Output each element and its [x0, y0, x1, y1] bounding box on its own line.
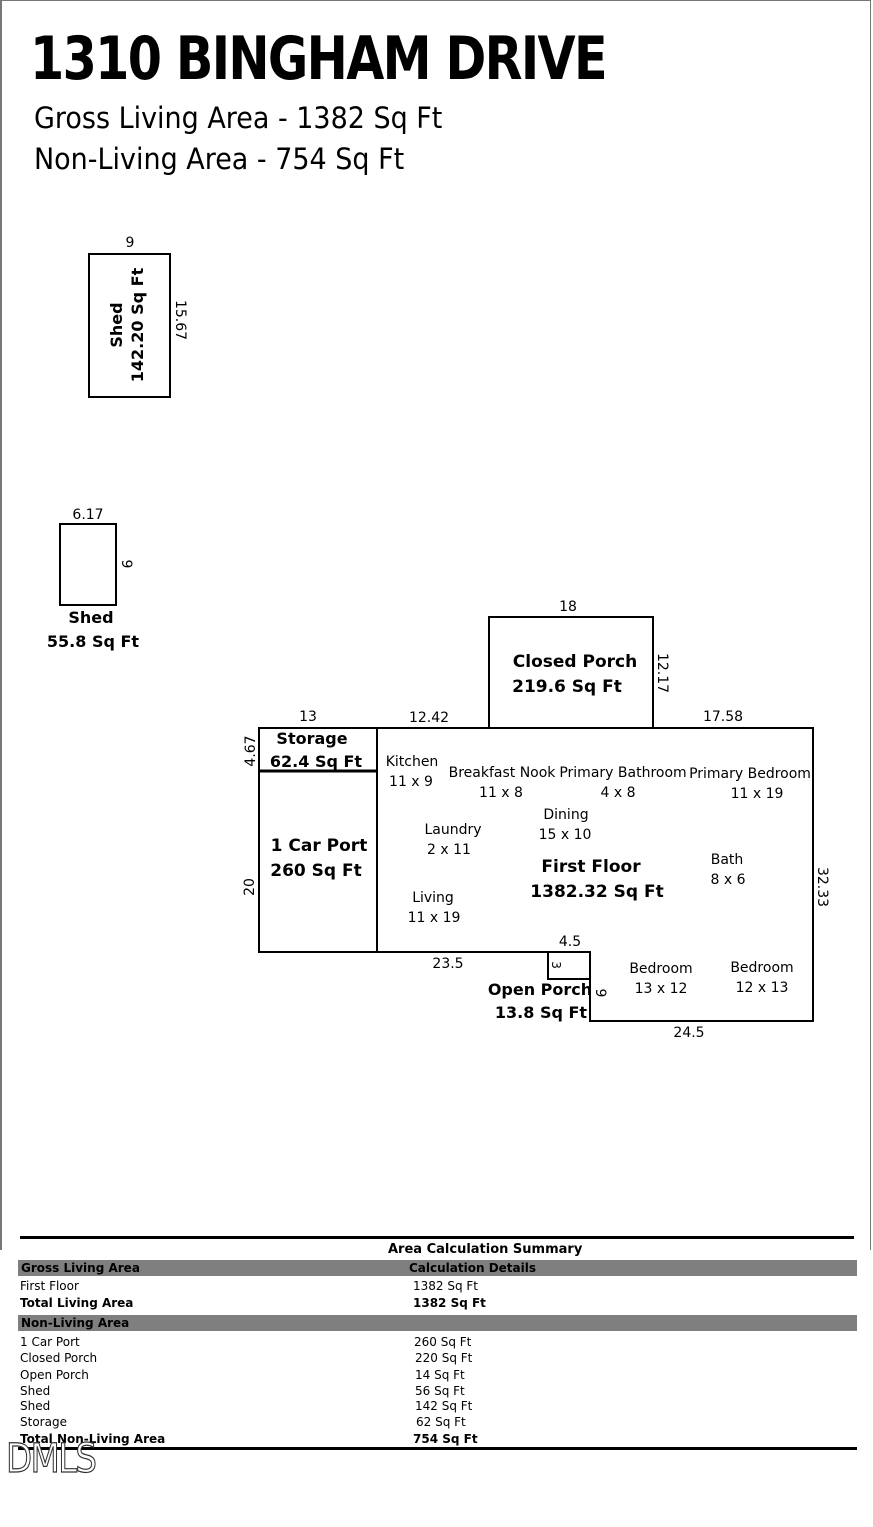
summary-title: Area Calculation Summary: [388, 1242, 583, 1257]
shed-small-outline: [59, 523, 117, 606]
summary-bottom-rule: [18, 1447, 857, 1450]
gross-living-header: Gross Living Area: [21, 1261, 140, 1275]
room-primary-bedroom-size: 11 x 19: [731, 786, 784, 802]
shed-large-top-dim: 9: [126, 235, 135, 251]
table-row: Storage 62 Sq Ft: [20, 1415, 466, 1429]
total-living-row: Total Living Area 1382 Sq Ft: [20, 1296, 486, 1310]
first-floor-label: First Floor: [541, 857, 641, 877]
room-bedroom-1-name: Bedroom: [629, 961, 692, 977]
room-laundry-name: Laundry: [424, 822, 481, 838]
non-living-header: Non-Living Area: [21, 1316, 130, 1330]
room-bedroom-1-size: 13 x 12: [635, 981, 688, 997]
room-living-name: Living: [412, 890, 454, 906]
room-laundry-size: 2 x 11: [427, 842, 471, 858]
gross-living-area-heading: Gross Living Area - 1382 Sq Ft: [34, 101, 443, 135]
open-porch-label: Open Porch: [488, 980, 592, 999]
shed-small-label: Shed: [68, 608, 113, 627]
open-porch-outline: [547, 951, 591, 980]
room-dining-size: 15 x 10: [539, 827, 592, 843]
shed-small-side-dim: 9: [118, 560, 134, 569]
first-floor-area: 1382.32 Sq Ft: [530, 882, 663, 902]
calculation-details-header: Calculation Details: [409, 1261, 537, 1275]
dmls-watermark-logo: DMLS: [5, 1435, 97, 1482]
floor-plan: 9 15.67 Shed 142.20 Sq Ft 6.17 9 Shed 55…: [47, 235, 830, 1041]
shed-large-side-dim: 15.67: [172, 300, 188, 340]
house-right-dim: 32.33: [814, 867, 830, 907]
gross-living-header-band: Gross Living Area Calculation Details: [18, 1260, 857, 1276]
shed-large-label: Shed: [107, 302, 126, 347]
storage-area: 62.4 Sq Ft: [270, 752, 363, 771]
property-title: 1310 BINGHAM DRIVE: [30, 24, 608, 94]
room-kitchen-name: Kitchen: [386, 754, 439, 770]
closed-porch-outline: [488, 616, 654, 728]
house-step-dim: 9: [592, 989, 608, 998]
room-breakfast-nook-size: 11 x 8: [479, 785, 523, 801]
table-row: Closed Porch 220 Sq Ft: [20, 1351, 473, 1365]
house-top-dim-b: 17.58: [703, 709, 743, 725]
room-primary-bathroom-name: Primary Bathroom: [559, 765, 686, 781]
table-row: Shed 56 Sq Ft: [20, 1384, 465, 1398]
house-top-dim-a: 12.42: [409, 710, 449, 726]
carport-label: 1 Car Port: [271, 836, 368, 856]
table-row: Shed 142 Sq Ft: [20, 1399, 473, 1413]
shed-large-outline: [88, 253, 171, 398]
carport-area: 260 Sq Ft: [270, 861, 361, 881]
summary-top-rule: [20, 1236, 854, 1239]
carport-side-dim: 20: [242, 878, 258, 896]
room-living-size: 11 x 19: [408, 910, 461, 926]
room-bedroom-2-name: Bedroom: [730, 960, 793, 976]
non-living-area-heading: Non-Living Area - 754 Sq Ft: [34, 142, 405, 176]
open-porch-side-dim: 3: [549, 961, 563, 969]
room-bedroom-2-size: 12 x 13: [736, 980, 789, 996]
shed-small-area: 55.8 Sq Ft: [47, 632, 140, 651]
closed-porch-top-dim: 18: [559, 599, 577, 615]
total-non-living-row: Total Non-Living Area 754 Sq Ft: [20, 1432, 478, 1446]
house-bottom-dim-a: 23.5: [432, 956, 463, 972]
storage-side-dim: 4.67: [243, 735, 259, 766]
room-primary-bathroom-size: 4 x 8: [601, 785, 636, 801]
room-bath-size: 8 x 6: [711, 872, 746, 888]
closed-porch-label: Closed Porch: [513, 652, 637, 672]
room-primary-bedroom-name: Primary Bedroom: [689, 766, 811, 782]
storage-label: Storage: [276, 729, 347, 748]
table-row: Open Porch 14 Sq Ft: [20, 1368, 465, 1382]
closed-porch-side-dim: 12.17: [654, 653, 670, 693]
room-kitchen-size: 11 x 9: [389, 774, 433, 790]
storage-top-dim: 13: [299, 709, 317, 725]
room-dining-name: Dining: [543, 807, 588, 823]
page-frame: [0, 0, 871, 1250]
shed-small-top-dim: 6.17: [72, 507, 103, 523]
open-porch-top-dim: 4.5: [559, 934, 581, 950]
carport-storage-outline: [258, 727, 378, 953]
room-breakfast-nook-name: Breakfast Nook: [449, 765, 557, 781]
closed-porch-area: 219.6 Sq Ft: [512, 677, 622, 697]
table-row: 1 Car Port 260 Sq Ft: [20, 1335, 472, 1349]
table-row: First Floor 1382 Sq Ft: [20, 1279, 479, 1293]
shed-large-area: 142.20 Sq Ft: [128, 267, 147, 382]
non-living-header-band: Non-Living Area: [18, 1315, 857, 1331]
open-porch-area: 13.8 Sq Ft: [495, 1003, 588, 1022]
room-bath-name: Bath: [711, 852, 744, 868]
house-bottom-dim-b: 24.5: [673, 1025, 704, 1041]
